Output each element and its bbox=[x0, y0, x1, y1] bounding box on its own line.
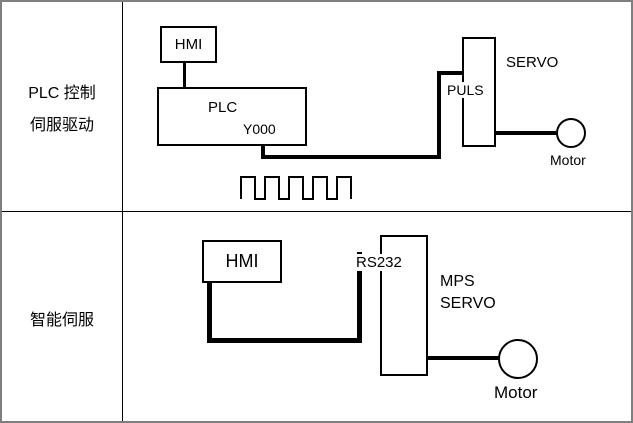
plc-servo-connector-segment-into-drive bbox=[437, 71, 464, 75]
column-divider-line bbox=[122, 2, 123, 421]
hmi-plc-connector bbox=[183, 63, 186, 87]
rs232-port-label: RS232 bbox=[355, 254, 403, 272]
row2-label-cell: 智能伺服 bbox=[2, 212, 122, 421]
motor-circle-row1 bbox=[556, 118, 586, 148]
plc-servo-connector-segment-right bbox=[261, 155, 441, 159]
plc-box bbox=[157, 87, 307, 146]
hmi-box-row1: HMI bbox=[160, 26, 217, 63]
row-divider-line bbox=[2, 211, 631, 212]
plc-servo-connector-segment-down bbox=[261, 145, 265, 159]
servo-label-row1: SERVO bbox=[505, 54, 560, 72]
row1-label-line1: PLC 控制 bbox=[28, 84, 96, 102]
row1-label-line2: 伺服驱动 bbox=[29, 116, 94, 134]
motor-label-row2: Motor bbox=[494, 383, 538, 402]
pulse-waveform-icon bbox=[240, 176, 352, 200]
row2-label-line1: 智能伺服 bbox=[29, 311, 94, 329]
row1-label-cell: PLC 控制 伺服驱动 bbox=[2, 2, 122, 211]
servo-motor-connector-row2 bbox=[428, 356, 500, 360]
plc-servo-connector-segment-up bbox=[437, 71, 441, 159]
hmi-label-row2: HMI bbox=[225, 251, 259, 271]
mps-label: MPS bbox=[440, 273, 475, 290]
servo-label-row2: SERVO bbox=[440, 295, 496, 312]
plc-label: PLC bbox=[207, 99, 239, 117]
hmi-servo-connector-segment-up bbox=[357, 252, 362, 343]
puls-input-label: PULS bbox=[446, 82, 485, 99]
hmi-box-row2: HMI bbox=[202, 240, 282, 283]
hmi-servo-connector-segment-right bbox=[207, 338, 362, 343]
hmi-label-row1: HMI bbox=[174, 36, 203, 53]
plc-output-label: Y000 bbox=[242, 121, 277, 138]
motor-circle-row2 bbox=[498, 339, 538, 379]
motor-label-row1: Motor bbox=[550, 152, 586, 168]
servo-motor-connector-row1 bbox=[496, 131, 556, 135]
hmi-servo-connector-segment-down bbox=[207, 283, 212, 343]
